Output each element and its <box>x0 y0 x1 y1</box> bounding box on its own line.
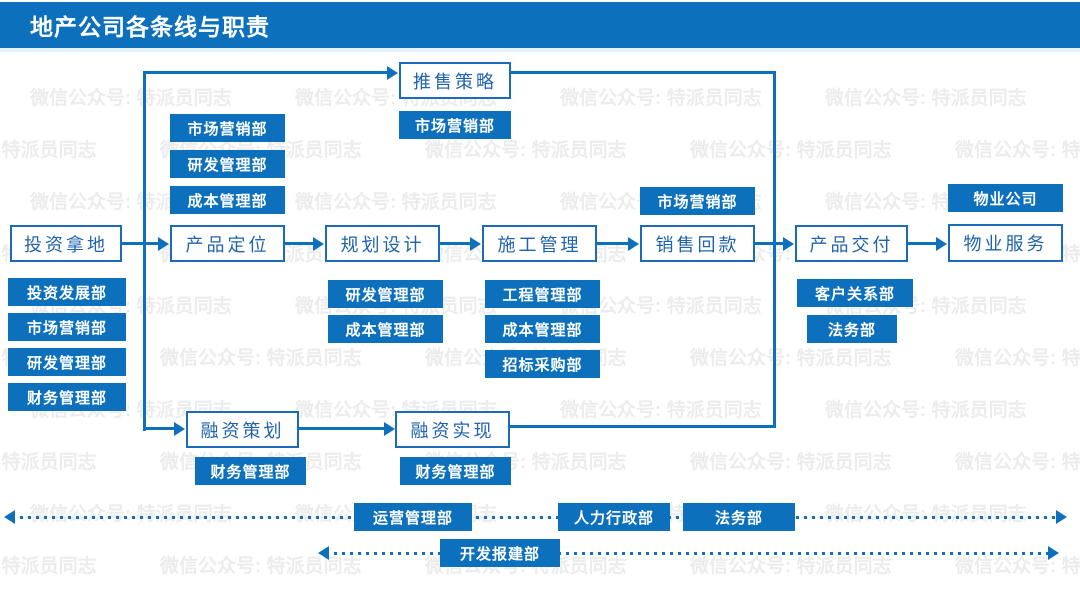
watermark-text: 微信公众号: 特派员同志 <box>0 556 97 577</box>
dept-finance-management: 财务管理部 <box>400 457 511 485</box>
connector-right-vertical <box>773 71 776 427</box>
arrowhead-financing-realization <box>384 422 395 436</box>
connector-financing-right <box>510 425 776 428</box>
watermark-text: 微信公众号: 特派员同志 <box>690 556 892 577</box>
dept-legal: 法务部 <box>807 315 897 343</box>
stage-sales: 销售回款 <box>640 225 755 262</box>
connector-sales-delivery <box>755 242 785 245</box>
watermark-text: 微信公众号: 特派员同志 <box>690 452 892 473</box>
dept-legal: 法务部 <box>683 503 795 531</box>
watermark-text: 微信公众号: 特派员同志 <box>160 556 362 577</box>
connector-financing-planning-realization <box>297 427 387 430</box>
dept-rnd-management: 研发管理部 <box>328 280 443 308</box>
dept-development-approval: 开发报建部 <box>440 539 560 567</box>
dept-cost-management: 成本管理部 <box>485 315 600 343</box>
connector-investment-positioning <box>122 242 162 245</box>
watermark-text: 微信公众号: 特派员同志 <box>30 504 232 525</box>
connector-to-financing-planning <box>143 427 176 430</box>
connector-to-promotion <box>143 71 389 74</box>
support-line-1 <box>12 516 1060 519</box>
connector-left-vertical <box>143 72 146 431</box>
arrowhead-to-promotion <box>387 66 398 80</box>
dept-finance-management: 财务管理部 <box>195 457 306 485</box>
stage-financing-realization: 融资实现 <box>395 411 510 448</box>
watermark-text: 微信公众号: 特派员同志 <box>560 400 762 421</box>
stage-delivery: 产品交付 <box>795 225 908 262</box>
arrowhead-positioning <box>158 237 169 251</box>
watermark-text: 微信公众号: 特派员同志 <box>560 88 762 109</box>
watermark-text: 微信公众号: 特派员同志 <box>690 140 892 161</box>
dept-hr-administration: 人力行政部 <box>558 503 670 531</box>
support-line-2-right-arrow <box>1048 546 1059 560</box>
watermark-text: 微信公众号: 特派员同志 <box>955 452 1080 473</box>
watermark-text: 微信公众号: 特派员同志 <box>30 88 232 109</box>
connector-promotion-right <box>511 71 776 74</box>
dept-property-company: 物业公司 <box>948 184 1063 212</box>
dept-rnd-management: 研发管理部 <box>8 348 126 376</box>
watermark-text: 微信公众号: 特派员同志 <box>955 348 1080 369</box>
watermark-text: 微信公众号: 特派员同志 <box>825 504 1027 525</box>
dept-customer-relations: 客户关系部 <box>797 279 913 307</box>
stage-promotion: 推售策略 <box>399 62 511 99</box>
arrowhead-sales <box>628 237 639 251</box>
watermark-text: 微信公众号: 特派员同志 <box>690 348 892 369</box>
dept-marketing: 市场营销部 <box>399 111 511 139</box>
watermark-text: 微信公众号: 特派员同志 <box>825 400 1027 421</box>
watermark-text: 微信公众号: 特派员同志 <box>425 140 627 161</box>
watermark-text: 微信公众号: 特派员同志 <box>0 140 97 161</box>
connector-planning-construction <box>440 242 473 245</box>
page-title: 地产公司各条线与职责 <box>30 14 270 40</box>
dept-marketing: 市场营销部 <box>640 187 755 215</box>
dept-marketing: 市场营销部 <box>8 313 126 341</box>
support-line-2 <box>326 552 1052 555</box>
stage-positioning: 产品定位 <box>170 225 285 262</box>
header-bar: 地产公司各条线与职责 <box>0 2 1080 52</box>
watermark-text: 微信公众号: 特派员同志 <box>955 140 1080 161</box>
dept-investment-development: 投资发展部 <box>8 278 126 306</box>
support-line-1-left-arrow <box>4 510 15 524</box>
dept-operations-management: 运营管理部 <box>354 503 472 531</box>
dept-finance-management: 财务管理部 <box>8 383 126 411</box>
dept-marketing: 市场营销部 <box>170 114 285 142</box>
dept-rnd-management: 研发管理部 <box>170 150 285 178</box>
arrowhead-planning <box>313 237 324 251</box>
watermark-text: 微信公众号: 特派员同志 <box>295 192 497 213</box>
watermark-text: 微信公众号: 特派员同志 <box>825 88 1027 109</box>
dept-engineering-management: 工程管理部 <box>485 280 600 308</box>
arrowhead-delivery <box>783 237 794 251</box>
watermark-text: 微信公众号: 特派员同志 <box>0 452 97 473</box>
dept-cost-management: 成本管理部 <box>170 186 285 214</box>
stage-property-service: 物业服务 <box>948 224 1063 262</box>
arrowhead-construction <box>470 237 481 251</box>
arrowhead-property <box>936 237 947 251</box>
connector-positioning-planning <box>285 242 315 245</box>
stage-construction: 施工管理 <box>482 225 597 262</box>
support-line-2-left-arrow <box>318 546 329 560</box>
stage-planning: 规划设计 <box>325 225 440 262</box>
connector-delivery-property <box>908 242 938 245</box>
dept-cost-management: 成本管理部 <box>328 315 443 343</box>
stage-financing-planning: 融资策划 <box>186 411 299 448</box>
support-line-1-right-arrow <box>1056 510 1067 524</box>
watermark-text: 微信公众号: 特派员同志 <box>160 348 362 369</box>
stage-investment: 投资拿地 <box>10 225 122 262</box>
watermark-text: 微信公众号: 特派员同志 <box>955 556 1080 577</box>
dept-bidding-procurement: 招标采购部 <box>485 350 600 378</box>
connector-construction-sales <box>597 242 630 245</box>
arrowhead-to-financing-planning <box>174 422 185 436</box>
